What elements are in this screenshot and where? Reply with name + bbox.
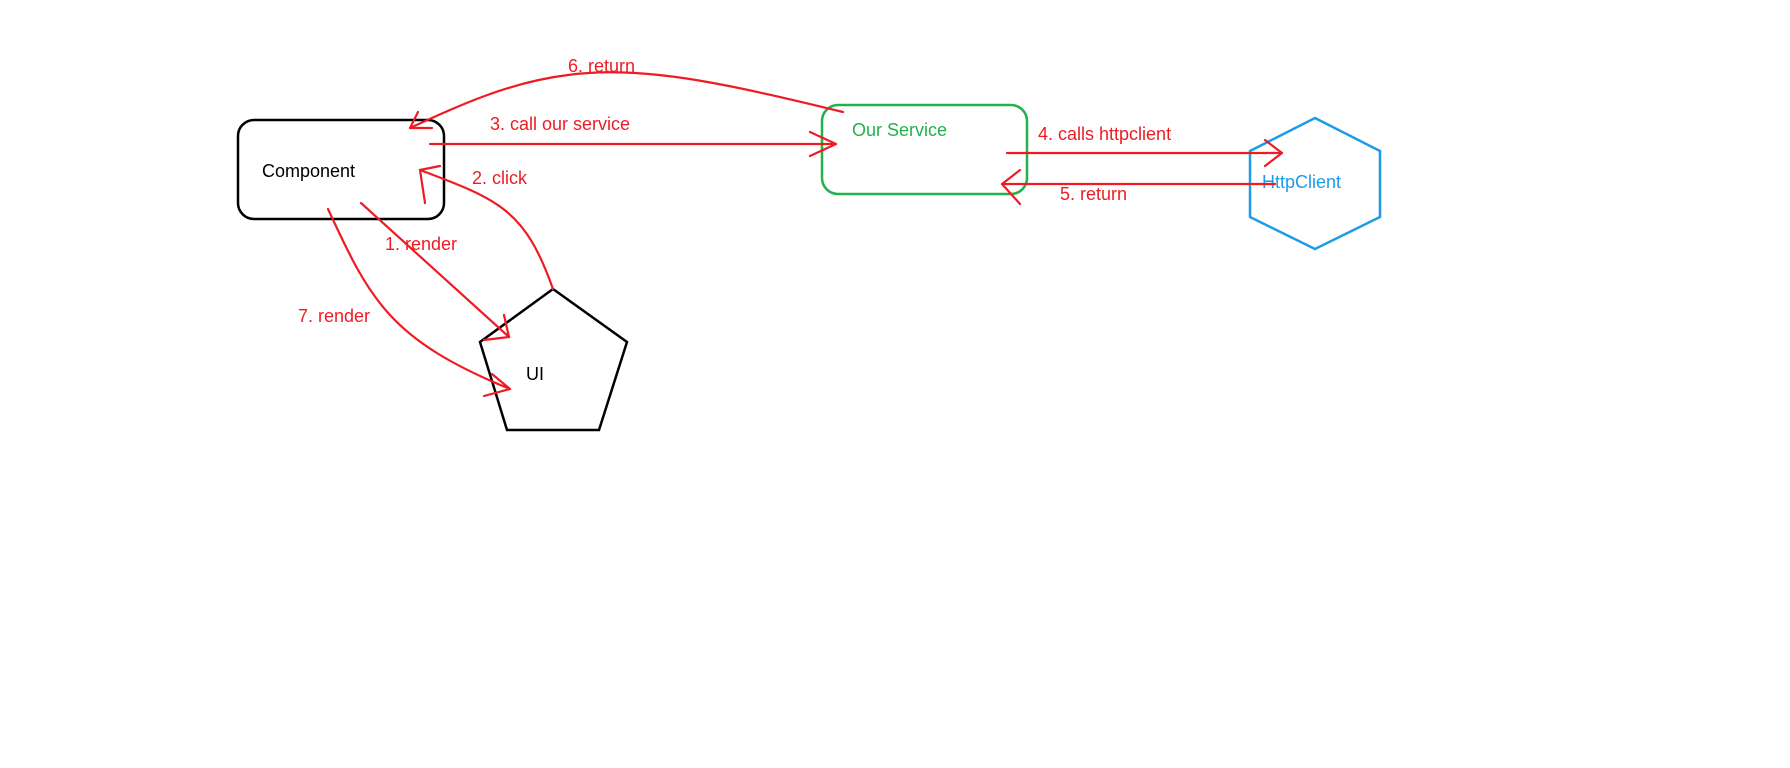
edge-1-render: 1. render [359, 201, 511, 342]
edge-4-calls: 4. calls httpclient [1005, 124, 1284, 168]
edge-6-arrowhead [408, 110, 434, 130]
edge-1-arrowhead [482, 313, 511, 342]
edge-6-return: 6. return [408, 56, 845, 130]
edge-5-arrowhead [1000, 168, 1022, 206]
edge-3-call: 3. call our service [428, 114, 838, 158]
edge-6-label: 6. return [568, 56, 635, 76]
component-node: Component [236, 118, 446, 221]
edge-7-arrowhead [482, 372, 512, 398]
edge-7-line [326, 207, 512, 391]
ui-label: UI [526, 364, 544, 384]
service-box [820, 103, 1029, 196]
edge-3-label: 3. call our service [490, 114, 630, 134]
ui-pentagon [478, 287, 629, 432]
component-box [236, 118, 446, 221]
edge-1-line [359, 201, 511, 339]
component-label: Component [262, 161, 355, 181]
httpclient-hexagon [1248, 116, 1382, 251]
service-label: Our Service [852, 120, 947, 140]
ui-node: UI [478, 287, 629, 432]
edge-2-arrowhead [418, 164, 442, 205]
edge-2-label: 2. click [472, 168, 528, 188]
edge-1-label: 1. render [385, 234, 457, 254]
edge-5-label: 5. return [1060, 184, 1127, 204]
edge-6-line [408, 71, 845, 130]
edge-4-arrowhead [1263, 138, 1284, 168]
edge-2-line [418, 168, 555, 291]
service-node: Our Service [820, 103, 1029, 196]
edge-3-arrowhead [808, 130, 838, 158]
edge-7-render: 7. render [298, 207, 512, 398]
httpclient-label: HttpClient [1262, 172, 1341, 192]
edge-5-return: 5. return [1000, 168, 1277, 206]
edge-7-label: 7. render [298, 306, 370, 326]
edge-2-click: 2. click [418, 164, 555, 291]
httpclient-node: HttpClient [1248, 116, 1382, 251]
edge-4-label: 4. calls httpclient [1038, 124, 1171, 144]
